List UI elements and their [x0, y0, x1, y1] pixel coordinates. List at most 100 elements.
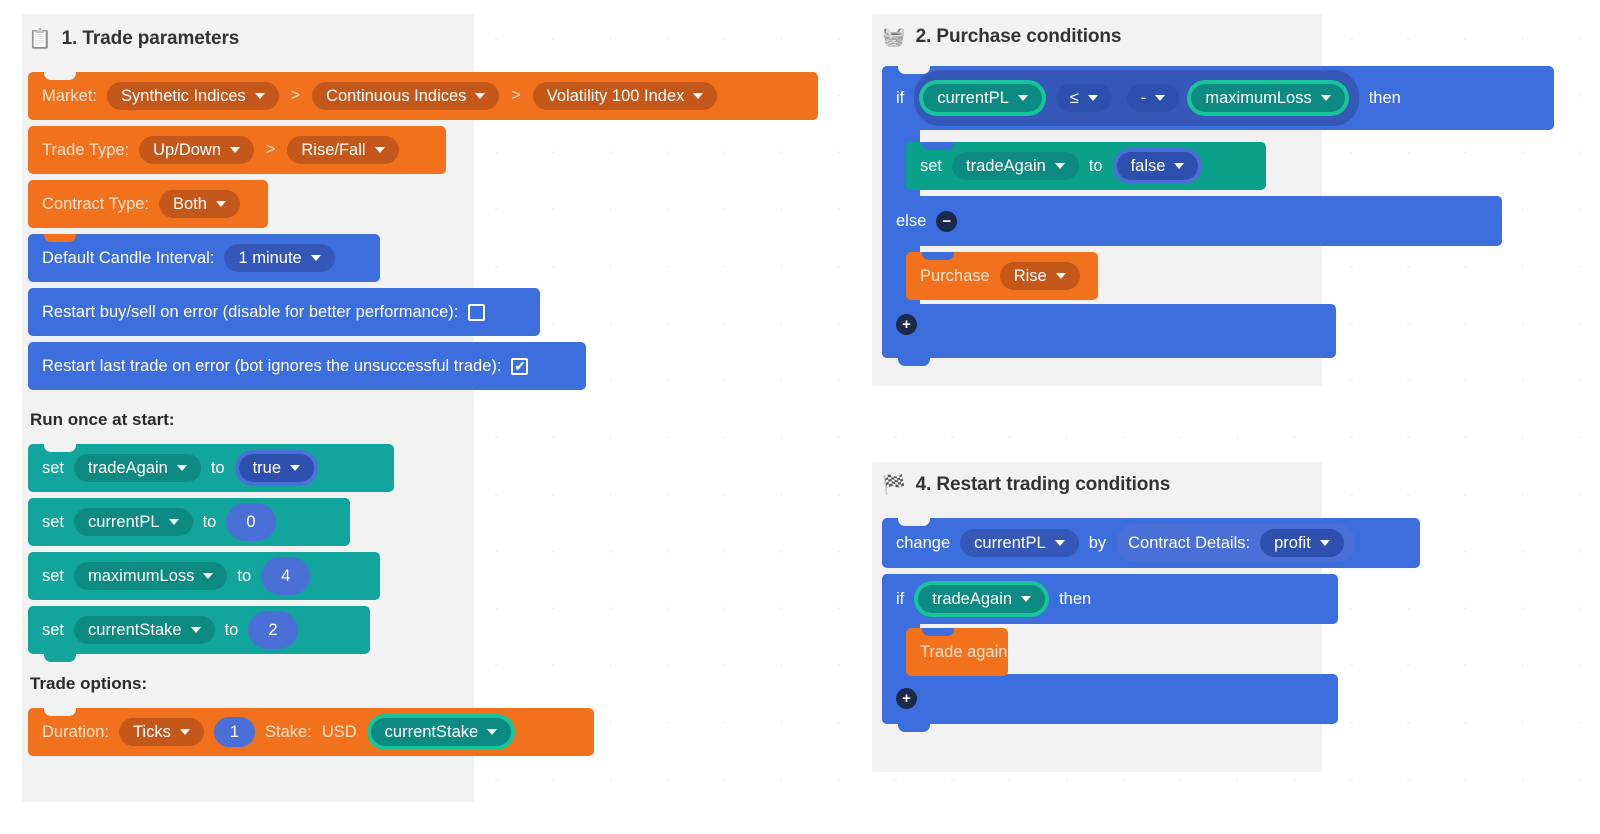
value-socket[interactable]: 0 [226, 502, 276, 542]
comparison-operator-field[interactable]: ≤ [1055, 83, 1112, 113]
trade-type-field-1[interactable]: Up/Down [139, 135, 255, 165]
block-contract-type[interactable]: Contract Type: Both [28, 180, 268, 228]
duration-value-field[interactable]: 1 [213, 716, 256, 748]
right-operand-socket[interactable]: - maximumLoss [1121, 74, 1354, 122]
block-set-currentPL-0[interactable]: set currentPL to 0 [28, 498, 350, 546]
variable-field-currentStake[interactable]: currentStake [74, 615, 215, 645]
contract-details-field[interactable]: profit [1260, 528, 1344, 558]
variable-field-tradeAgain[interactable]: tradeAgain [918, 584, 1046, 614]
market-field-3-value: Volatility 100 Index [546, 86, 685, 105]
contract-type-field[interactable]: Both [159, 189, 240, 219]
value-socket[interactable]: 4 [261, 556, 311, 596]
number-field[interactable]: 0 [230, 506, 272, 538]
negate-operator-field[interactable]: - [1126, 83, 1180, 113]
trade-type-field-1-value: Up/Down [153, 140, 222, 159]
number-field[interactable]: 4 [265, 560, 307, 592]
chevron-down-icon [203, 573, 214, 579]
condition-socket[interactable]: tradeAgain [914, 580, 1050, 618]
else-keyword: else [896, 211, 927, 230]
block-candle-interval[interactable]: Default Candle Interval: 1 minute [28, 234, 380, 282]
variable-field-tradeAgain[interactable]: tradeAgain [74, 453, 201, 483]
remove-else-button[interactable]: − [936, 210, 958, 232]
boolean-field-true[interactable]: true [238, 453, 315, 483]
add-condition-button[interactable]: + [896, 688, 917, 709]
duration-unit-field[interactable]: Ticks [118, 717, 204, 747]
negate-value: - [1140, 88, 1147, 107]
block-notch [898, 66, 930, 74]
trade-type-field-2[interactable]: Rise/Fall [287, 135, 399, 165]
section-title: 4. Restart trading conditions [915, 474, 1171, 495]
chevron-down-icon [215, 201, 226, 207]
variable-field-tradeAgain[interactable]: tradeAgain [952, 151, 1079, 181]
block-purchase[interactable]: Purchase Rise [906, 252, 1098, 300]
block-if-condition[interactable]: if currentPL ≤ - maximumLoss [882, 66, 1554, 130]
variable-field-maximumLoss[interactable]: maximumLoss [74, 561, 228, 591]
block-bottom-notch [898, 358, 930, 366]
candle-interval-value: 1 minute [238, 248, 302, 267]
to-keyword: to [1088, 156, 1103, 175]
trade-type-label: Trade Type: [42, 140, 130, 159]
block-trade-again[interactable]: Trade again [906, 628, 1008, 676]
restart-buysell-checkbox[interactable] [468, 303, 486, 321]
block-notch [44, 126, 76, 134]
to-keyword: to [202, 512, 217, 531]
block-set-tradeAgain-false[interactable]: set tradeAgain to false [906, 142, 1266, 190]
if-keyword: if [896, 589, 905, 608]
purchase-contract-field[interactable]: Rise [999, 261, 1080, 291]
block-else-row[interactable]: else − [882, 196, 1502, 246]
candle-interval-field[interactable]: 1 minute [224, 243, 335, 273]
value-socket[interactable]: true [234, 449, 319, 487]
condition-socket[interactable]: currentPL ≤ - maximumLoss [914, 69, 1359, 127]
block-set-currentStake-2[interactable]: set currentStake to 2 [28, 606, 370, 654]
section-header-purchase-conditions: 🧺 2. Purchase conditions [882, 26, 1121, 48]
variable-name: currentStake [88, 620, 182, 639]
chevron-down-icon [374, 147, 385, 153]
block-notch [898, 574, 930, 582]
purchase-contract-value: Rise [1013, 266, 1047, 285]
restart-if-footer-row[interactable] [882, 674, 1338, 724]
set-keyword: set [42, 458, 65, 477]
then-keyword: then [1368, 88, 1401, 107]
set-keyword: set [42, 566, 65, 585]
value-socket[interactable]: false [1112, 147, 1203, 185]
block-trade-type[interactable]: Trade Type: Up/Down > Rise/Fall [28, 126, 446, 174]
contract-details-value: profit [1274, 533, 1311, 552]
block-notch [44, 342, 76, 350]
number-field[interactable]: 2 [252, 614, 294, 646]
chevron-down-icon [1017, 95, 1028, 101]
block-market[interactable]: Market: Synthetic Indices > Continuous I… [28, 72, 818, 120]
restart-last-trade-checkbox[interactable]: ✔ [511, 357, 529, 375]
block-restart-buysell-on-error[interactable]: Restart buy/sell on error (disable for b… [28, 288, 540, 336]
contract-type-label: Contract Type: [42, 194, 150, 213]
stake-value-socket[interactable]: currentStake [366, 713, 516, 751]
market-field-2[interactable]: Continuous Indices [312, 81, 500, 111]
block-set-tradeAgain-true[interactable]: set tradeAgain to true [28, 444, 394, 492]
if-else-footer-row[interactable] [882, 304, 1336, 358]
block-if-tradeAgain[interactable]: if tradeAgain then [882, 574, 1338, 624]
market-separator-2: > [511, 87, 521, 104]
variable-name: currentStake [384, 722, 479, 741]
variable-field-currentPL[interactable]: currentPL [923, 83, 1042, 113]
plus-icon-wrap[interactable]: + [896, 314, 917, 335]
to-keyword: to [210, 458, 225, 477]
block-restart-last-trade-on-error[interactable]: Restart last trade on error (bot ignores… [28, 342, 586, 390]
plus-icon-wrap[interactable]: + [896, 688, 917, 709]
left-operand-socket[interactable]: currentPL [919, 79, 1046, 117]
block-trade-options[interactable]: Duration: Ticks 1 Stake: USD currentStak… [28, 708, 594, 756]
block-change-currentPL[interactable]: change currentPL by Contract Details: pr… [882, 518, 1420, 568]
market-field-3[interactable]: Volatility 100 Index [532, 81, 718, 111]
add-condition-button[interactable]: + [896, 314, 917, 335]
change-value-socket[interactable]: Contract Details: profit [1116, 523, 1356, 563]
variable-field-maximumLoss[interactable]: maximumLoss [1191, 83, 1345, 113]
negate-operand-socket[interactable]: maximumLoss [1187, 79, 1349, 117]
trade-options-heading: Trade options: [30, 674, 148, 693]
set-keyword: set [920, 156, 943, 175]
market-field-1[interactable]: Synthetic Indices [107, 81, 279, 111]
variable-field-currentPL[interactable]: currentPL [74, 507, 193, 537]
block-set-maximumLoss-4[interactable]: set maximumLoss to 4 [28, 552, 380, 600]
variable-field-currentPL[interactable]: currentPL [960, 528, 1079, 558]
value-socket[interactable]: 2 [248, 610, 298, 650]
boolean-field-false[interactable]: false [1116, 151, 1199, 181]
variable-field-currentStake[interactable]: currentStake [370, 717, 512, 747]
